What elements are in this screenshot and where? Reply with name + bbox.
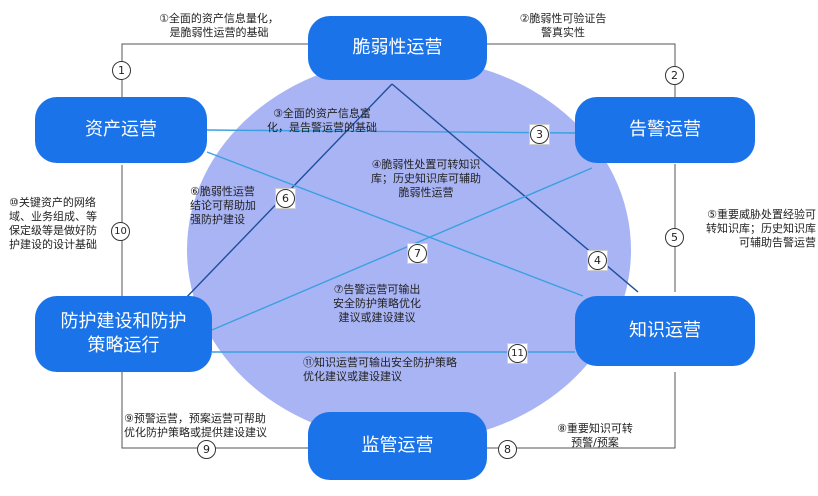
relation-label-7: ⑦告警运营可输出 安全防护策略优化 建议或建设建议 (333, 283, 421, 324)
relation-label-5: ⑤重要威胁处置经验可 转知识库；历史知识库 可辅助告警运营 (706, 208, 816, 249)
node-knowledge-ops: 知识运营 (575, 296, 755, 366)
node-alert-ops: 告警运营 (575, 97, 755, 163)
marker-7: 7 (408, 244, 427, 263)
edge-asset-alert (206, 129, 576, 134)
node-supervision-ops: 监管运营 (308, 412, 487, 480)
node-protection-ops: 防护建设和防护策略运行 (35, 296, 212, 372)
marker-4: 4 (588, 251, 607, 270)
edge-asset-knowledge (206, 151, 584, 297)
node-asset-ops: 资产运营 (35, 97, 207, 163)
node-vulnerability-ops: 脆弱性运营 (308, 16, 487, 80)
relation-label-9: ⑨预警运营，预案运营可帮助 优化防护策略或提供建设建议 (124, 412, 267, 439)
marker-3-box: 3 (529, 124, 550, 145)
marker-5: 5 (665, 228, 684, 247)
marker-3: 3 (530, 125, 549, 144)
marker-1: 1 (112, 61, 131, 80)
marker-11-box: 11 (507, 343, 528, 364)
relation-label-11: ⑪知识运营可输出安全防护策略 优化建议或建设建议 (303, 356, 457, 383)
frame-edge-supervise-knowledge (487, 372, 676, 449)
marker-6: 6 (276, 189, 295, 208)
marker-6-box: 6 (275, 188, 296, 209)
frame-edge-asset-vuln (121, 43, 308, 97)
relation-label-4: ④脆弱性处置可转知识 库；历史知识库可辅助 脆弱性运营 (371, 158, 481, 199)
marker-4-box: 4 (587, 250, 608, 271)
relation-label-10: ⑩关键资产的网络 域、业务组成、等 保定级等是做好防 护建设的设计基础 (9, 196, 97, 251)
marker-11: 11 (508, 344, 527, 363)
relation-label-3: ③全面的资产信息富 化，是告警运营的基础 (267, 107, 377, 134)
marker-8: 8 (498, 440, 517, 459)
relation-label-2: ②脆弱性可验证告 警真实性 (519, 12, 607, 39)
edge-alert-protect (211, 167, 593, 331)
relation-label-6: ⑥脆弱性运营 结论可帮助加 强防护建设 (190, 185, 256, 226)
marker-9: 9 (197, 440, 216, 459)
relation-label-8: ⑧重要知识可转 预警/预案 (557, 422, 633, 449)
frame-edge-protect-supervise (121, 372, 308, 449)
marker-10: 10 (111, 222, 130, 241)
relation-label-1: ①全面的资产信息量化， 是脆弱性运营的基础 (159, 12, 279, 39)
marker-2: 2 (665, 66, 684, 85)
marker-7-box: 7 (407, 243, 428, 264)
